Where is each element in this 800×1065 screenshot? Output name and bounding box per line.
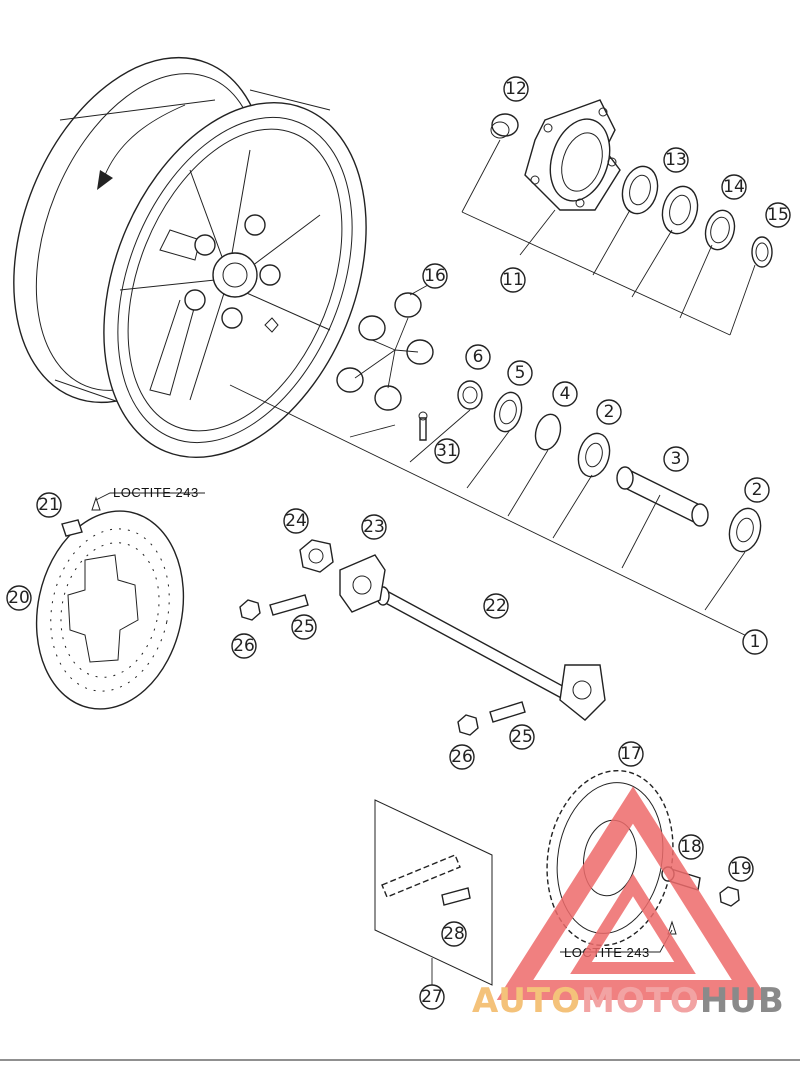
callout-3: 3 bbox=[663, 446, 689, 472]
valve-31 bbox=[418, 411, 428, 441]
svg-text:5: 5 bbox=[515, 363, 526, 383]
callout-16: 16 bbox=[422, 263, 448, 289]
svg-text:26: 26 bbox=[451, 747, 473, 767]
svg-text:28: 28 bbox=[443, 924, 465, 944]
svg-text:24: 24 bbox=[285, 511, 307, 531]
rear-wheel bbox=[13, 56, 367, 459]
spacer-6 bbox=[457, 380, 483, 410]
watermark-text: AUTOMOTOHUB bbox=[472, 981, 785, 1021]
nut-24 bbox=[299, 539, 334, 573]
svg-text:27: 27 bbox=[421, 987, 443, 1007]
callout-6: 6 bbox=[465, 344, 491, 370]
bearing-2a bbox=[577, 432, 611, 478]
svg-text:19: 19 bbox=[730, 859, 752, 879]
callout-11: 11 bbox=[500, 267, 526, 293]
svg-text:20: 20 bbox=[8, 588, 30, 608]
svg-text:22: 22 bbox=[485, 596, 507, 616]
svg-text:15: 15 bbox=[767, 205, 789, 225]
svg-text:18: 18 bbox=[680, 837, 702, 857]
callout-4: 4 bbox=[552, 381, 578, 407]
watermark-logo bbox=[496, 786, 769, 1000]
callout-5: 5 bbox=[507, 360, 533, 386]
callout-25a: 25 bbox=[291, 614, 317, 640]
adjust-screw-25-right bbox=[489, 701, 526, 723]
bearing-2b bbox=[728, 507, 762, 553]
callout-31: 31 bbox=[434, 438, 460, 464]
callout-18: 18 bbox=[678, 834, 704, 860]
svg-text:17: 17 bbox=[620, 744, 642, 764]
callout-1: 1 bbox=[742, 629, 768, 655]
svg-text:6: 6 bbox=[473, 347, 484, 367]
spacer-tube-3 bbox=[616, 466, 709, 527]
seal-5 bbox=[493, 391, 523, 433]
svg-text:2: 2 bbox=[604, 402, 615, 422]
svg-text:16: 16 bbox=[424, 266, 446, 286]
callout-2b: 2 bbox=[744, 477, 770, 503]
spacer-15 bbox=[751, 236, 773, 268]
callout-25b: 25 bbox=[509, 724, 535, 750]
svg-text:21: 21 bbox=[38, 495, 60, 515]
callout-14: 14 bbox=[721, 174, 747, 200]
nut-26-right bbox=[457, 714, 479, 736]
svg-text:25: 25 bbox=[293, 617, 315, 637]
nut-26-left bbox=[239, 599, 261, 621]
svg-text:2: 2 bbox=[752, 480, 763, 500]
svg-text:1: 1 bbox=[750, 632, 761, 652]
chain-adjuster-right bbox=[559, 664, 606, 721]
svg-text:3: 3 bbox=[671, 449, 682, 469]
nut-19 bbox=[719, 886, 740, 907]
svg-text:31: 31 bbox=[436, 441, 458, 461]
bearing-13a bbox=[621, 165, 659, 215]
sprocket-carrier bbox=[524, 99, 621, 211]
chain-panel bbox=[374, 799, 493, 986]
callout-23: 23 bbox=[361, 514, 387, 540]
callout-20: 20 bbox=[6, 585, 32, 611]
callout-28: 28 bbox=[441, 921, 467, 947]
seal-14 bbox=[704, 209, 736, 251]
brake-disc bbox=[35, 510, 185, 710]
spacer-12 bbox=[490, 113, 519, 139]
svg-text:25: 25 bbox=[511, 727, 533, 747]
adjust-screw-25-left bbox=[269, 594, 309, 616]
svg-text:13: 13 bbox=[665, 150, 687, 170]
svg-text:4: 4 bbox=[560, 384, 571, 404]
svg-text:23: 23 bbox=[363, 517, 385, 537]
callout-27: 27 bbox=[419, 984, 445, 1010]
circlip-4 bbox=[534, 413, 562, 451]
callout-19: 19 bbox=[728, 856, 754, 882]
callout-22: 22 bbox=[483, 593, 509, 619]
svg-text:12: 12 bbox=[505, 79, 527, 99]
svg-text:14: 14 bbox=[723, 177, 745, 197]
loctite-note-top: LOCTITE 243 bbox=[113, 485, 199, 500]
damper-rubbers bbox=[336, 284, 434, 411]
callout-2a: 2 bbox=[596, 399, 622, 425]
bolt-21 bbox=[61, 519, 83, 537]
callout-21: 21 bbox=[36, 492, 62, 518]
callout-26b: 26 bbox=[449, 744, 475, 770]
callout-12: 12 bbox=[503, 76, 529, 102]
svg-text:26: 26 bbox=[233, 636, 255, 656]
bearing-13b bbox=[661, 185, 699, 235]
callout-17: 17 bbox=[618, 741, 644, 767]
chain-adjuster-23 bbox=[339, 554, 386, 613]
callout-15: 15 bbox=[765, 202, 791, 228]
loctite-note-bottom: LOCTITE 243 bbox=[564, 945, 650, 960]
callout-24: 24 bbox=[283, 508, 309, 534]
svg-text:11: 11 bbox=[502, 270, 524, 290]
axle-22 bbox=[376, 586, 571, 701]
callout-13: 13 bbox=[663, 147, 689, 173]
callout-26a: 26 bbox=[231, 633, 257, 659]
